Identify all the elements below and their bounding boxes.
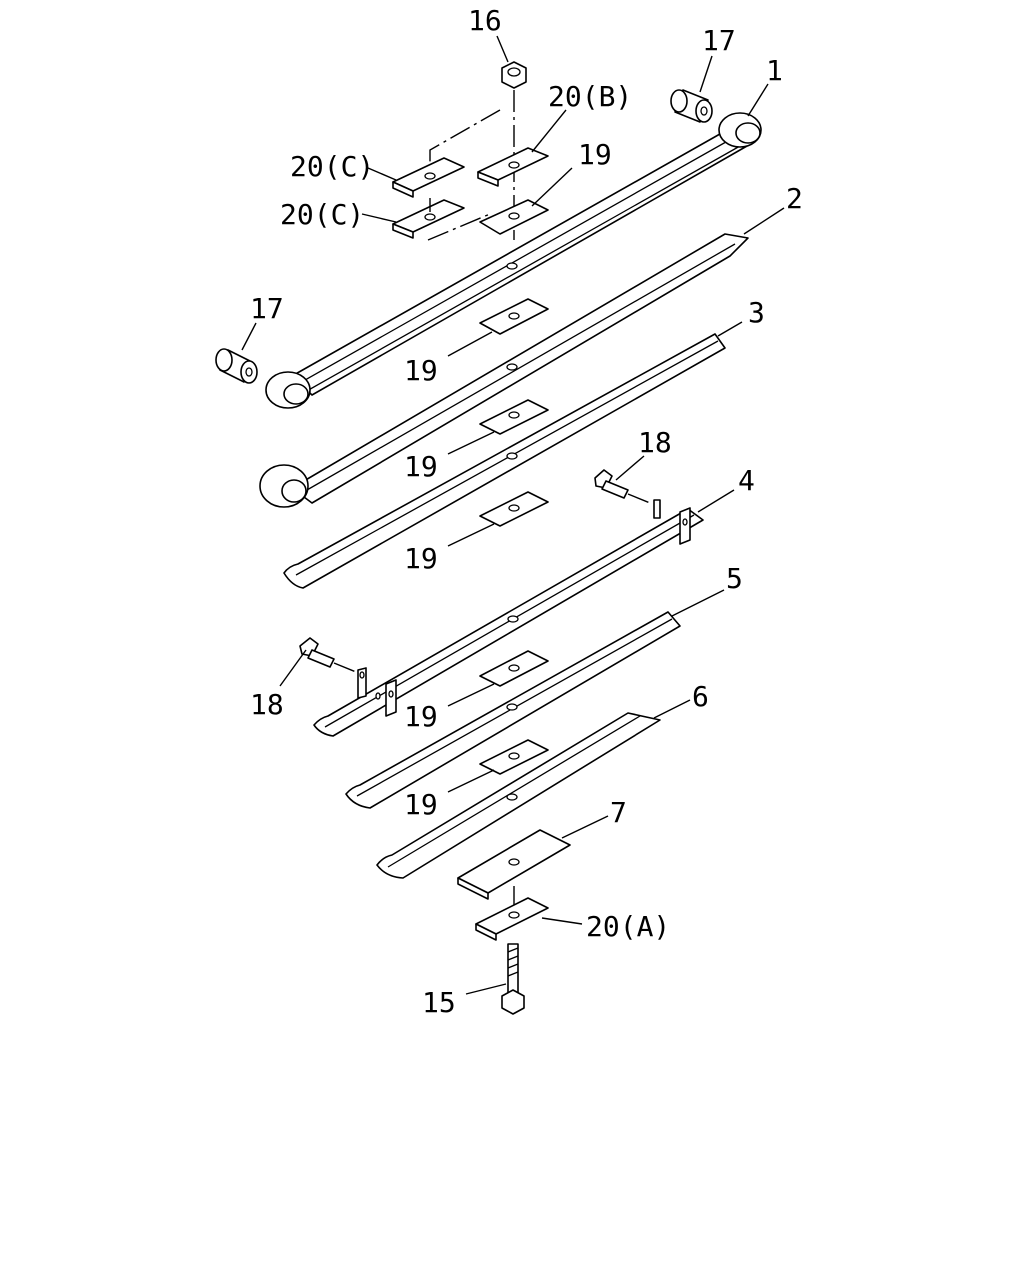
liner-19-c (479, 491, 549, 527)
callout-20b: 20(B) (548, 80, 632, 113)
callout-19-a: 19 (404, 354, 438, 387)
callout-15: 15 (422, 986, 456, 1019)
leaf-2 (259, 233, 749, 508)
clip-bolt-top (594, 469, 651, 504)
bushing-left (215, 348, 258, 384)
leaf-5 (345, 611, 681, 809)
leader-lines (241, 35, 785, 995)
shim-20a (475, 897, 549, 941)
callout-1: 1 (766, 54, 783, 87)
callout-5: 5 (726, 562, 743, 595)
callout-20c-top: 20(C) (290, 150, 374, 183)
callout-20a: 20(A) (586, 910, 670, 943)
shim-20c-upper (392, 157, 465, 198)
callout-19-d: 19 (404, 700, 438, 733)
bushing-top (670, 89, 713, 123)
callout-19-b: 19 (404, 450, 438, 483)
callout-19-e: 19 (404, 788, 438, 821)
callout-19-top: 19 (578, 138, 612, 171)
callout-18-top: 18 (638, 426, 672, 459)
callout-17-top: 17 (702, 24, 736, 57)
callout-6: 6 (692, 680, 709, 713)
liner-19-top (479, 199, 549, 235)
leaf-6 (376, 712, 661, 879)
callout-4: 4 (738, 464, 755, 497)
callout-17-left: 17 (250, 292, 284, 325)
callout-20c-bottom: 20(C) (280, 198, 364, 231)
liner-19-e (479, 739, 549, 775)
callout-3: 3 (748, 296, 765, 329)
callout-19-c: 19 (404, 542, 438, 575)
liner-19-b (479, 399, 549, 435)
clip-bolt-left (299, 637, 357, 673)
leaf-7 (457, 829, 571, 900)
shim-20c-lower (392, 199, 465, 239)
nut (501, 61, 527, 89)
callout-7: 7 (610, 796, 627, 829)
leaf-4 (313, 499, 704, 737)
center-bolt (501, 943, 525, 1015)
liner-19-d (479, 650, 549, 687)
shim-20b (477, 147, 549, 187)
callout-18-left: 18 (250, 688, 284, 721)
liner-19-a (479, 298, 549, 335)
callout-2: 2 (786, 182, 803, 215)
callout-16: 16 (468, 4, 502, 37)
callout-labels: 1 2 3 4 5 6 7 15 16 17 17 18 18 19 19 19… (250, 4, 803, 1019)
leaf-1 (265, 112, 762, 409)
leaf-3 (283, 333, 726, 589)
